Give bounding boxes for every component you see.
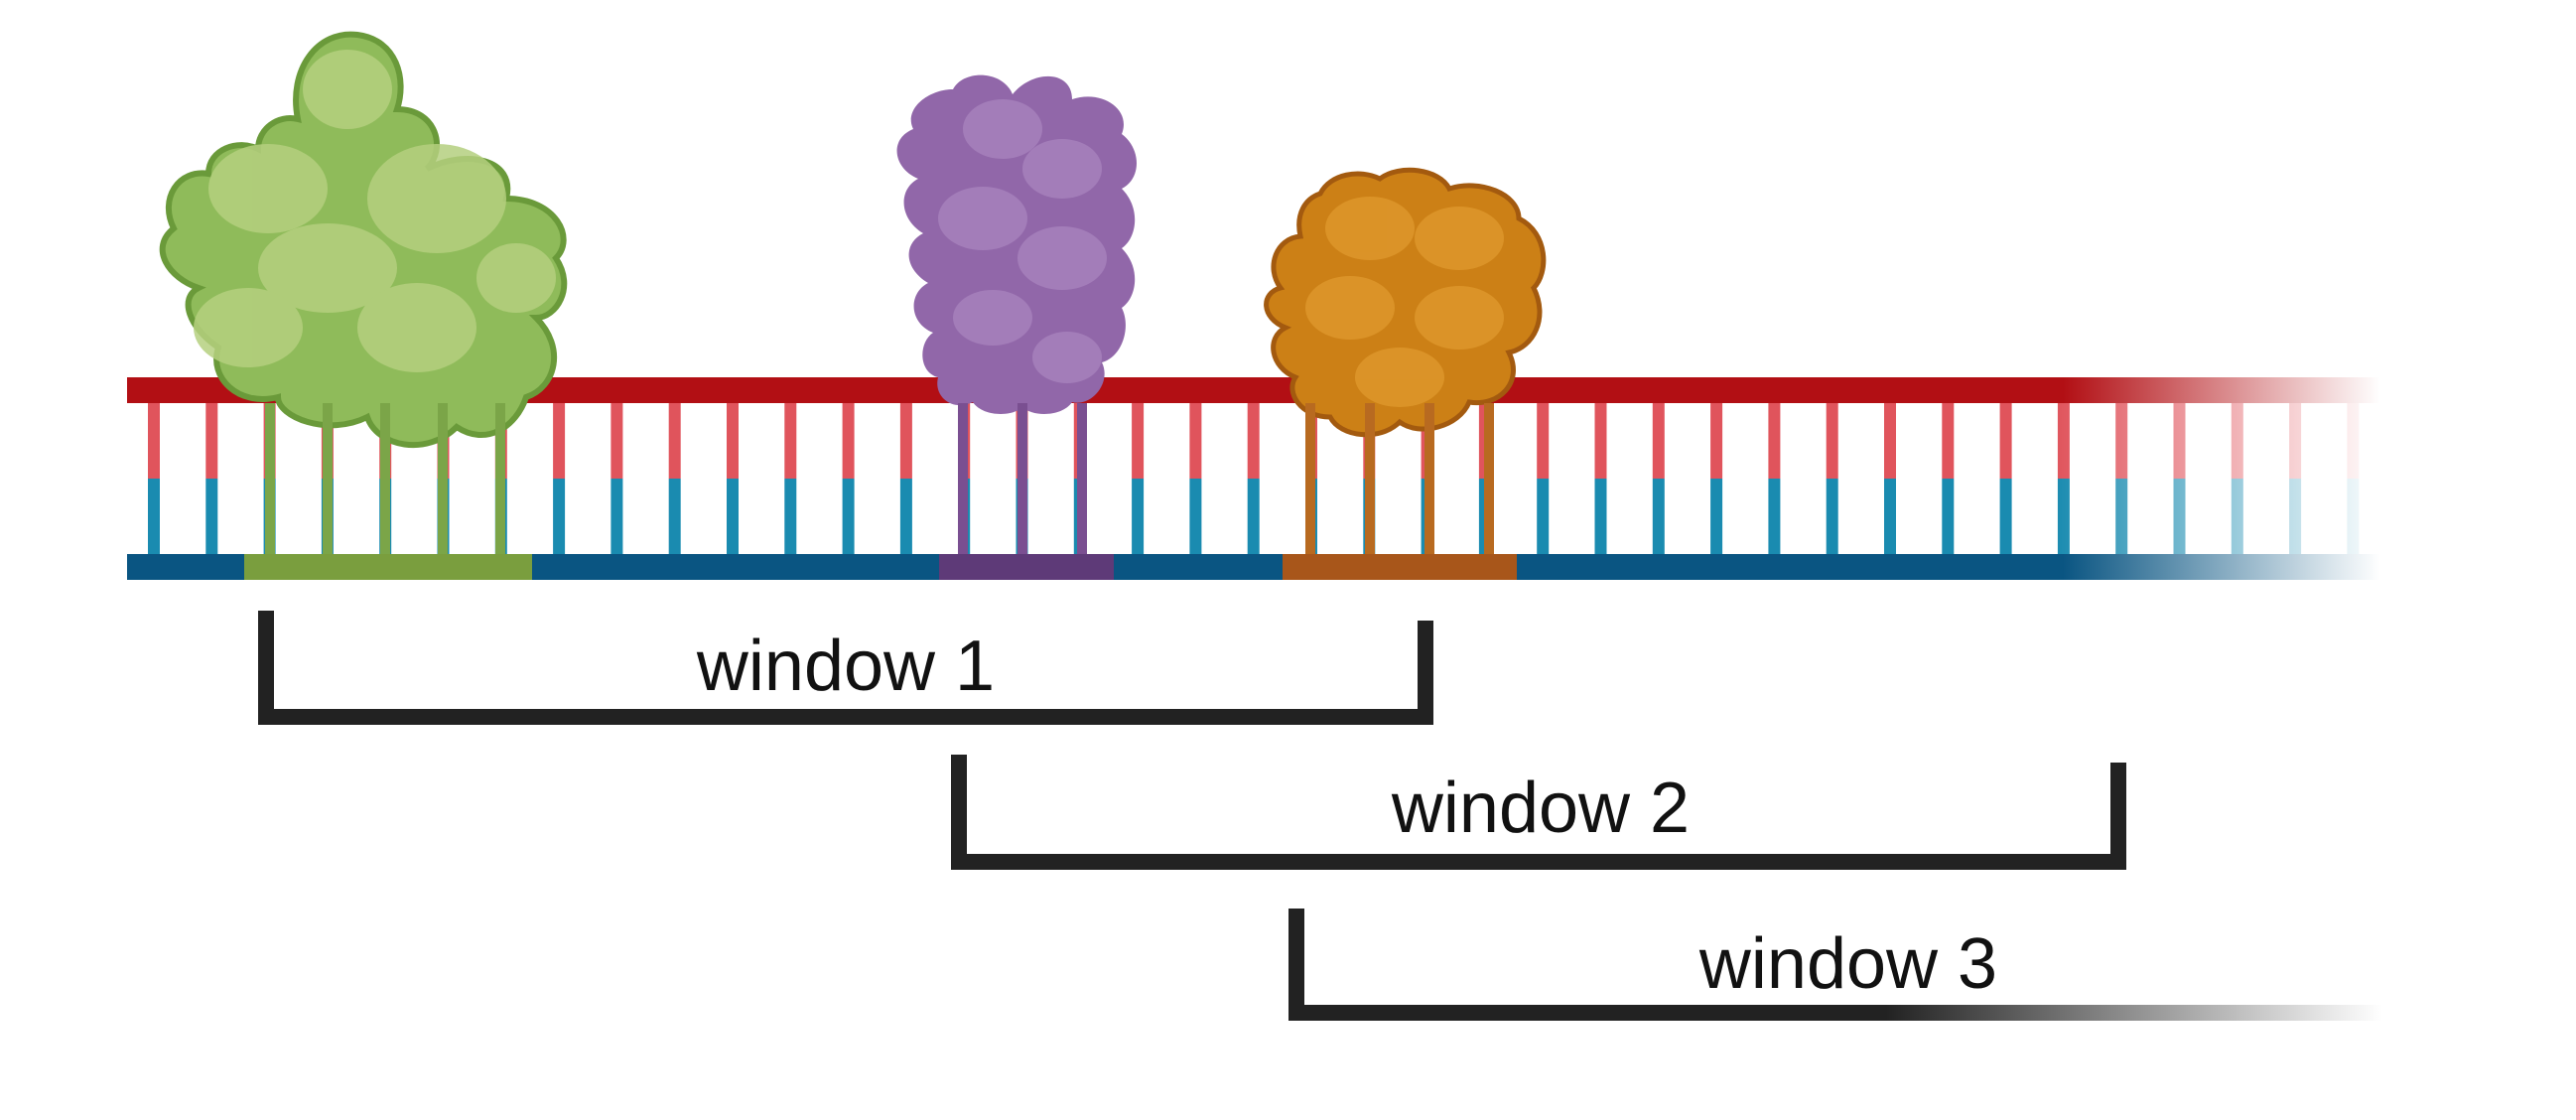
base-top xyxy=(1652,403,1665,479)
window-3-label: window 3 xyxy=(1698,924,1997,1004)
top-strand-fade xyxy=(2063,377,2380,403)
base-bottom xyxy=(1942,479,1955,554)
base-top xyxy=(784,403,797,479)
base-bottom xyxy=(899,479,912,554)
base-top xyxy=(899,403,912,479)
base-bottom xyxy=(1594,479,1607,554)
base-bottom xyxy=(148,479,160,554)
base-bottom xyxy=(1247,479,1260,554)
base-top xyxy=(1942,403,1955,479)
base-bottom xyxy=(205,479,218,554)
base-bottom xyxy=(1652,479,1665,554)
base-top xyxy=(553,403,566,479)
base-bottom xyxy=(1189,479,1202,554)
base-top xyxy=(1826,403,1838,479)
base-bottom xyxy=(784,479,797,554)
window-3-bracket: window 3 xyxy=(1288,909,2382,1021)
base-bottom xyxy=(553,479,566,554)
base-bottom xyxy=(1999,479,2012,554)
base-bottom xyxy=(842,479,855,554)
window-2-bracket: window 2 xyxy=(951,755,2126,870)
base-bottom xyxy=(1537,479,1550,554)
window-1-label: window 1 xyxy=(696,627,995,706)
base-top xyxy=(610,403,623,479)
orange-protein xyxy=(1264,167,1547,554)
base-bottom xyxy=(1884,479,1896,554)
orange-footprint xyxy=(1283,554,1517,580)
base-top xyxy=(1247,403,1260,479)
base-top xyxy=(727,403,739,479)
base-top xyxy=(1884,403,1896,479)
base-bottom xyxy=(610,479,623,554)
base-bottom xyxy=(1710,479,1723,554)
base-bottom xyxy=(727,479,739,554)
base-bottom xyxy=(1132,479,1145,554)
bottom-strand-fade xyxy=(2063,554,2380,580)
helix-fade-overlay xyxy=(2055,403,2382,554)
base-top xyxy=(148,403,160,479)
base-top xyxy=(1768,403,1781,479)
base-top xyxy=(1537,403,1550,479)
base-top xyxy=(1189,403,1202,479)
base-top xyxy=(205,403,218,479)
base-top xyxy=(668,403,681,479)
base-top xyxy=(1710,403,1723,479)
base-top xyxy=(1999,403,2012,479)
window-2-label: window 2 xyxy=(1391,769,1690,848)
window-1-bracket: window 1 xyxy=(258,611,1433,725)
base-top xyxy=(1594,403,1607,479)
window-3-bracket-fade xyxy=(1886,1005,2382,1021)
purple-footprint xyxy=(939,554,1114,580)
base-bottom xyxy=(1826,479,1838,554)
purple-protein xyxy=(896,74,1137,554)
green-protein xyxy=(159,31,568,554)
green-footprint xyxy=(244,554,532,580)
base-top xyxy=(842,403,855,479)
base-bottom xyxy=(1768,479,1781,554)
base-bottom xyxy=(668,479,681,554)
base-top xyxy=(1132,403,1145,479)
